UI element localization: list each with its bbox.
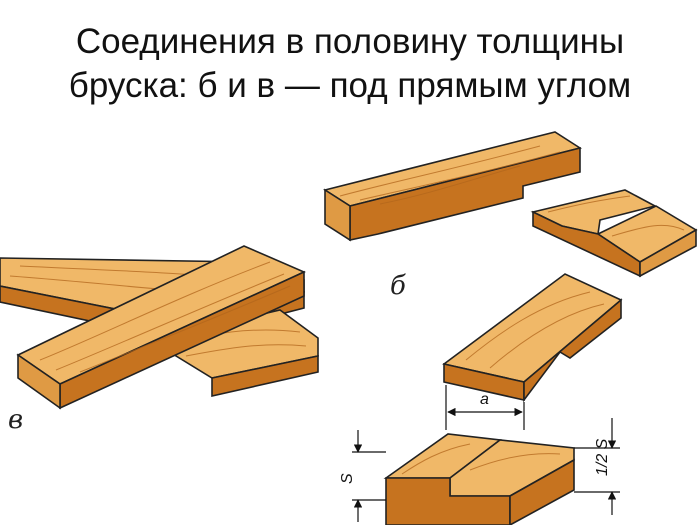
dim-half-s-label: 1/2 S xyxy=(594,438,611,476)
dim-s-label: S xyxy=(339,473,356,484)
dimension-upper-bar xyxy=(442,273,623,403)
joint-b-short-bar xyxy=(530,189,698,278)
dim-a-label: a xyxy=(480,391,489,408)
title-line-2: бруска: б и в — под прямым углом xyxy=(68,66,632,105)
label-v: в xyxy=(8,405,23,435)
joint-v-cross-bar xyxy=(16,245,306,410)
joint-b-long-bar xyxy=(323,131,582,242)
label-b: б xyxy=(390,271,406,301)
page-title: Соединения в половину толщины бруска: б … xyxy=(0,20,700,108)
title-line-1: Соединения в половину толщины xyxy=(75,22,625,61)
dimension-lower-bar xyxy=(383,433,575,525)
